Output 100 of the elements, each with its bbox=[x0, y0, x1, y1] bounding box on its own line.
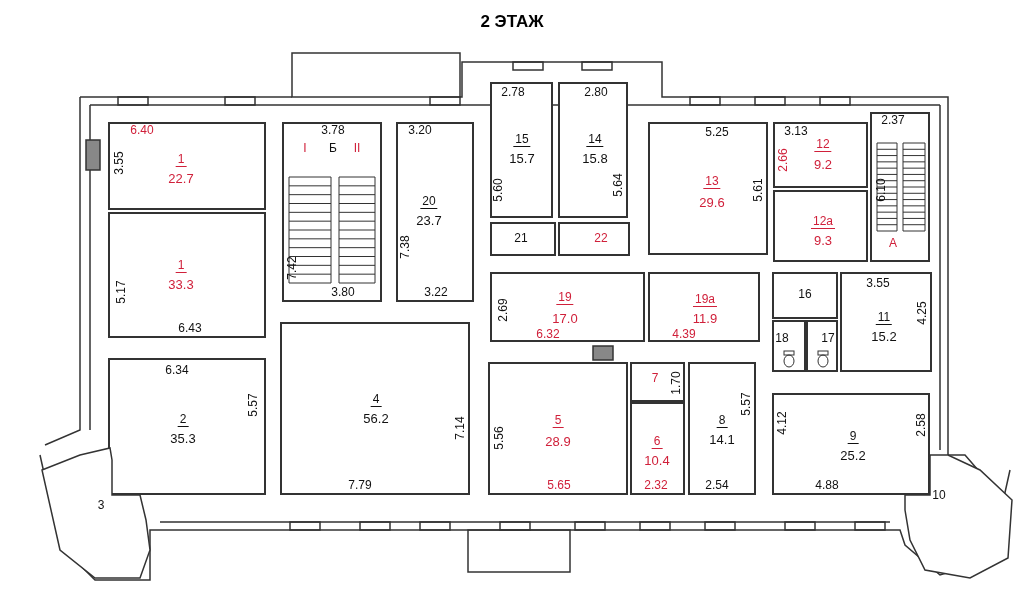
stair-label: Б bbox=[329, 141, 337, 155]
room-area: 11.9 bbox=[692, 311, 718, 325]
dimension-label: 5.57 bbox=[246, 393, 260, 417]
dimension-label: 2.80 bbox=[584, 85, 608, 99]
room bbox=[840, 272, 932, 372]
room-number: 9 bbox=[847, 430, 859, 444]
room bbox=[396, 122, 474, 302]
stairwell bbox=[870, 112, 930, 262]
room-area: 25.2 bbox=[840, 448, 866, 462]
dimension-label: 2.54 bbox=[705, 478, 729, 492]
room-number: 19а bbox=[693, 293, 717, 307]
dimension-label: 2.69 bbox=[496, 298, 510, 322]
room-number: 3 bbox=[97, 498, 105, 512]
dimension-label: 5.57 bbox=[739, 392, 753, 416]
dimension-label: 7.79 bbox=[348, 478, 372, 492]
stair-label: II bbox=[353, 141, 361, 155]
room bbox=[108, 122, 266, 210]
room bbox=[773, 122, 868, 188]
room bbox=[806, 320, 838, 372]
dimension-label: 4.25 bbox=[915, 301, 929, 325]
dimension-label: 1.70 bbox=[669, 371, 683, 395]
room-number: 1 bbox=[175, 153, 187, 167]
dimension-label: 5.64 bbox=[611, 173, 625, 197]
dimension-label: 2.58 bbox=[914, 413, 928, 437]
dimension-label: 4.12 bbox=[775, 411, 789, 435]
room-area: 22.7 bbox=[168, 171, 194, 185]
room-area: 15.7 bbox=[509, 151, 535, 165]
room bbox=[630, 402, 685, 495]
dimension-label: 4.39 bbox=[672, 327, 696, 341]
dimension-label: 3.20 bbox=[408, 123, 432, 137]
dimension-label: 6.34 bbox=[165, 363, 189, 377]
room bbox=[772, 320, 806, 372]
room-area: 15.8 bbox=[582, 151, 608, 165]
room-area: 29.6 bbox=[699, 195, 725, 209]
room-number: 15 bbox=[513, 133, 531, 147]
room-area: 9.2 bbox=[813, 157, 833, 171]
dimension-label: 2.37 bbox=[881, 113, 905, 127]
room bbox=[648, 122, 768, 255]
stair-label: А bbox=[889, 236, 897, 250]
room-number: 21 bbox=[514, 231, 528, 245]
room bbox=[108, 212, 266, 338]
stair-label: I bbox=[303, 141, 307, 155]
room bbox=[773, 190, 868, 262]
room bbox=[280, 322, 470, 495]
room bbox=[558, 82, 628, 218]
dimension-label: 2.66 bbox=[776, 148, 790, 172]
dimension-label: 7.14 bbox=[453, 416, 467, 440]
room bbox=[772, 393, 930, 495]
room bbox=[688, 362, 756, 495]
room bbox=[630, 362, 685, 402]
room-number: 14 bbox=[586, 133, 604, 147]
room-number: 10 bbox=[932, 488, 946, 502]
room-number: 13 bbox=[703, 175, 721, 189]
dimension-label: 3.55 bbox=[112, 151, 126, 175]
dimension-label: 3.55 bbox=[866, 276, 890, 290]
dimension-label: 7.42 bbox=[285, 256, 299, 280]
room bbox=[772, 272, 838, 319]
dimension-label: 3.78 bbox=[321, 123, 345, 137]
dimension-label: 2.78 bbox=[501, 85, 525, 99]
room-area: 28.9 bbox=[545, 434, 571, 448]
room-area: 17.0 bbox=[552, 311, 578, 325]
dimension-label: 4.88 bbox=[815, 478, 839, 492]
room-area: 35.3 bbox=[170, 431, 196, 445]
room-number: 19 bbox=[556, 291, 574, 305]
floor-title: 2 ЭТАЖ bbox=[480, 12, 544, 31]
room bbox=[490, 272, 645, 342]
room bbox=[490, 222, 556, 256]
room-number: 17 bbox=[821, 331, 835, 345]
room-area: 15.2 bbox=[871, 329, 897, 343]
dimension-label: 6.32 bbox=[536, 327, 560, 341]
room-number: 12 bbox=[814, 138, 832, 152]
room-area: 14.1 bbox=[709, 432, 735, 446]
room-number: 7 bbox=[651, 371, 659, 385]
room-area: 56.2 bbox=[363, 411, 389, 425]
room-area: 23.7 bbox=[416, 213, 442, 227]
dimension-label: 5.17 bbox=[114, 280, 128, 304]
room-number: 22 bbox=[594, 231, 608, 245]
room-number: 6 bbox=[651, 435, 663, 449]
dimension-label: 6.40 bbox=[130, 123, 154, 137]
room bbox=[488, 362, 628, 495]
room bbox=[648, 272, 760, 342]
dimension-label: 6.10 bbox=[874, 178, 888, 202]
dimension-label: 3.80 bbox=[331, 285, 355, 299]
room-number: 4 bbox=[370, 393, 382, 407]
dimension-label: 5.25 bbox=[705, 125, 729, 139]
room-number: 5 bbox=[552, 414, 564, 428]
room-area: 10.4 bbox=[644, 453, 670, 467]
room-number: 1 bbox=[175, 259, 187, 273]
dimension-label: 5.60 bbox=[491, 178, 505, 202]
stairwell bbox=[282, 122, 382, 302]
dimension-label: 7.38 bbox=[398, 235, 412, 259]
room-number: 20 bbox=[420, 195, 438, 209]
room-number: 8 bbox=[716, 414, 728, 428]
room-number: 12а bbox=[811, 215, 835, 229]
room bbox=[108, 358, 266, 495]
dimension-label: 6.43 bbox=[178, 321, 202, 335]
room-number: 16 bbox=[798, 287, 812, 301]
room bbox=[490, 82, 553, 218]
dimension-label: 2.32 bbox=[644, 478, 668, 492]
dimension-label: 5.65 bbox=[547, 478, 571, 492]
